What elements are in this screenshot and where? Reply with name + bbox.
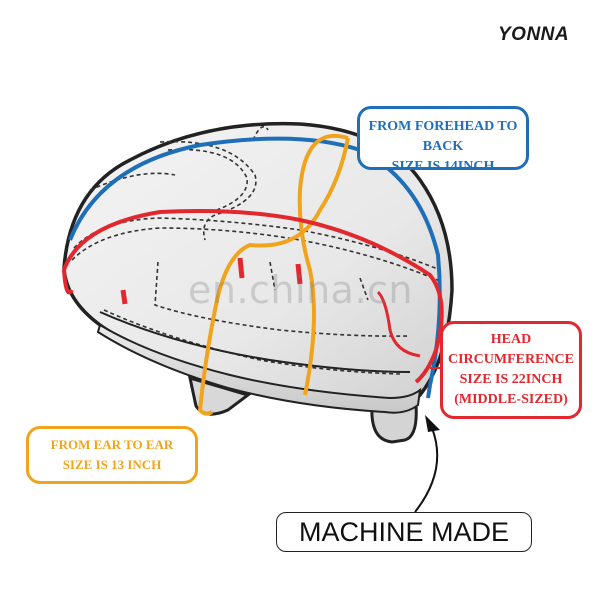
red-measure-line <box>62 209 444 384</box>
callout-line: CIRCUMFERENCE <box>448 352 574 367</box>
callout-line: SIZE IS 22INCH <box>459 372 563 387</box>
callout-line: SIZE IS 14INCH <box>391 159 495 174</box>
callout-line: (MIDDLE-SIZED) <box>454 392 568 407</box>
cap-band <box>96 323 422 414</box>
nape-tab <box>370 403 418 444</box>
callout-line: FROM EAR TO EAR <box>50 437 174 452</box>
orange-measure-line <box>197 137 350 416</box>
brand-logo: YONNA <box>498 24 570 45</box>
callout-ear-to-ear: FROM EAR TO EAR SIZE IS 13 INCH <box>26 426 198 484</box>
callout-line: FROM FOREHEAD TO BACK <box>368 119 518 154</box>
callout-line: HEAD <box>490 332 532 347</box>
machine-made-label: MACHINE MADE <box>276 512 532 552</box>
callout-head-circumference: HEAD CIRCUMFERENCE SIZE IS 22INCH (MIDDL… <box>440 321 582 419</box>
bottom-seam <box>99 311 411 373</box>
callout-line: SIZE IS 13 INCH <box>62 457 162 472</box>
pointer-arrow-icon <box>414 415 440 513</box>
callout-forehead-to-back: FROM FOREHEAD TO BACK SIZE IS 14INCH <box>357 106 529 174</box>
